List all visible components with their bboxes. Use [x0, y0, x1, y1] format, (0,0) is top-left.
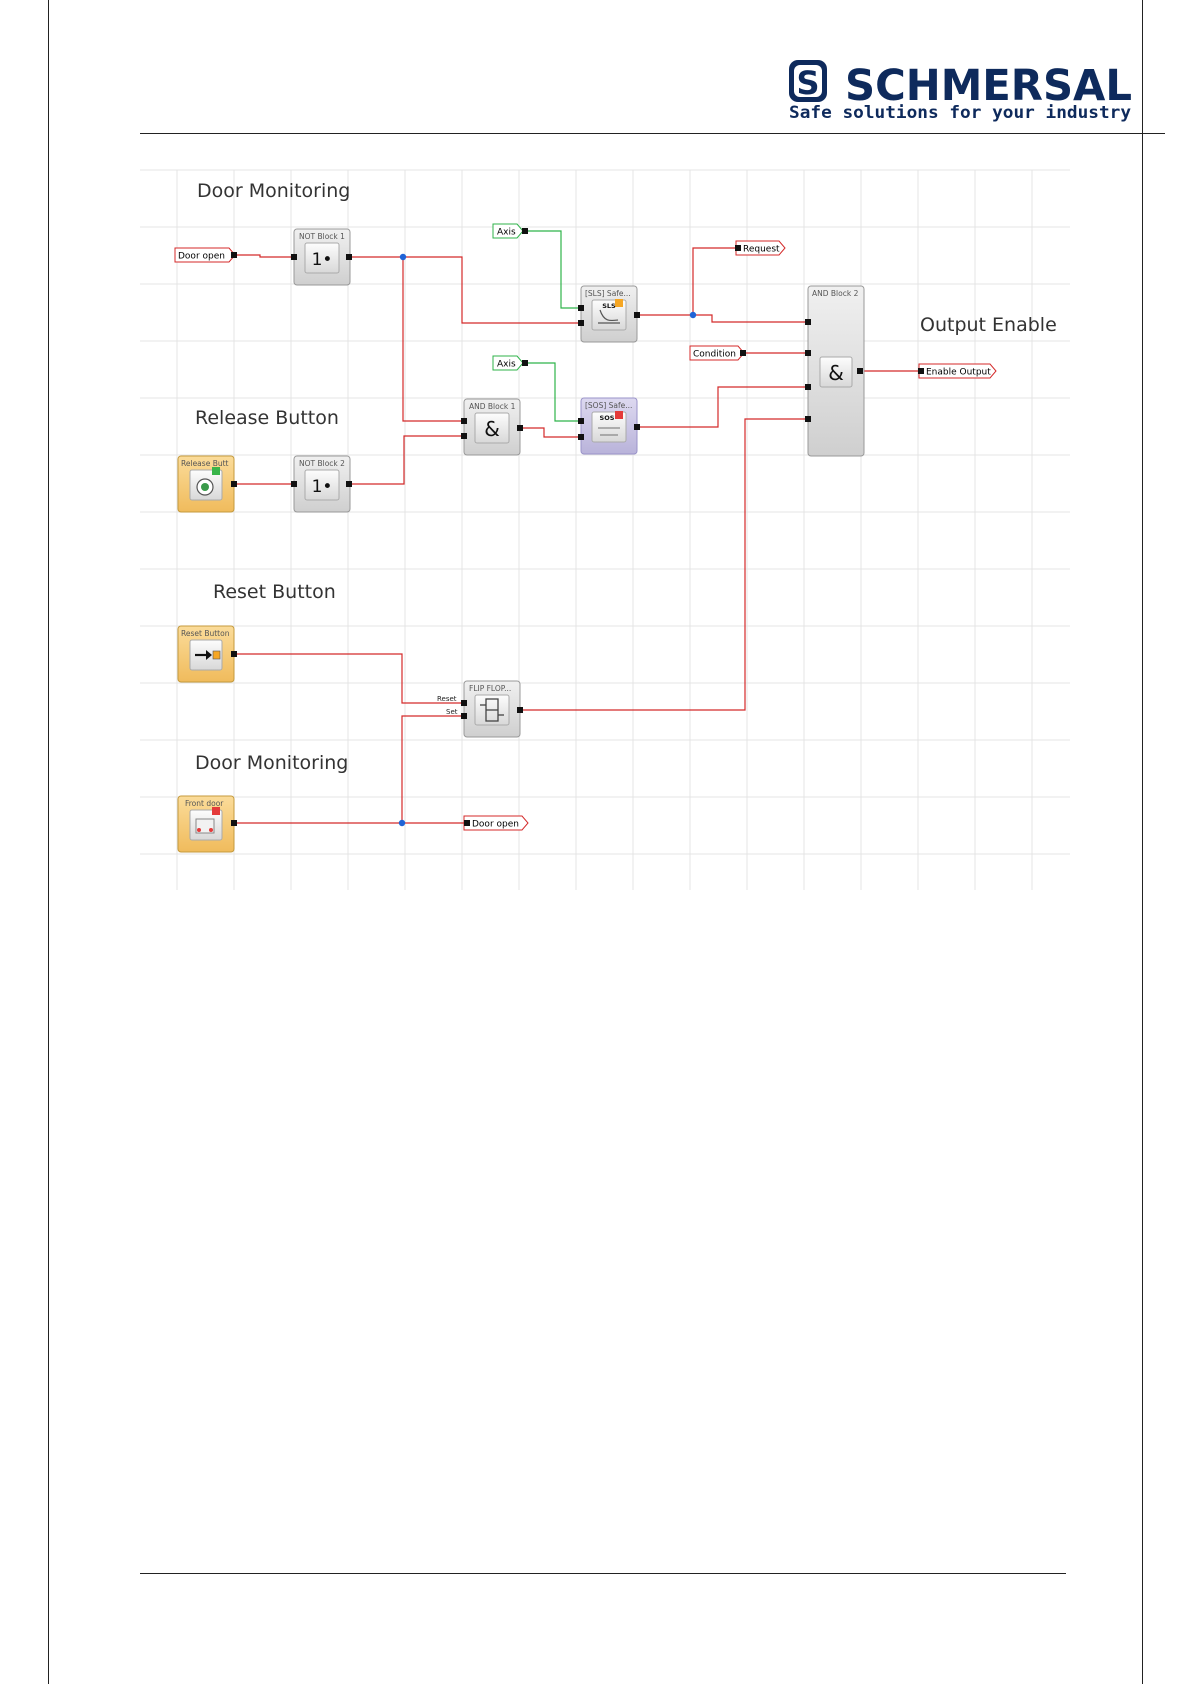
svg-text:[SLS] Safe...: [SLS] Safe...: [585, 289, 631, 298]
wire-axis-to-sls: [527, 230, 580, 309]
wire-not1-to-sls-and1: [348, 256, 580, 324]
and-block-2[interactable]: AND Block 2 &: [805, 285, 865, 457]
not-block-1[interactable]: NOT Block 1 1•: [291, 228, 352, 286]
junction-dot: [689, 311, 697, 319]
svg-text:Door open: Door open: [472, 820, 519, 830]
diagram-grid: [140, 169, 1070, 890]
section-label-reset-button: Reset Button: [213, 581, 336, 603]
svg-text:FLIP FLOP...: FLIP FLOP...: [469, 684, 511, 693]
and-block-1[interactable]: AND Block 1 &: [461, 398, 523, 456]
tag-door-open-input[interactable]: Door open: [174, 247, 237, 263]
wire-sls-to-and2: [636, 314, 806, 323]
sos-symbol: SOS: [600, 414, 615, 422]
section-label-door-monitoring-top: Door Monitoring: [197, 180, 350, 202]
speed-curve-icon: [598, 309, 620, 324]
sls-safety-block[interactable]: [SLS] Safe... SLS: [578, 285, 640, 343]
pin-label-set: Set: [446, 708, 458, 716]
status-alarm-icon: [212, 807, 220, 815]
section-label-door-monitoring-bottom: Door Monitoring: [195, 752, 348, 774]
sls-symbol: SLS: [602, 302, 616, 310]
and-symbol: &: [484, 417, 500, 441]
left-margin-line: [48, 0, 49, 1684]
wire-request-branch: [692, 247, 737, 315]
tag-door-open-output[interactable]: Door open: [463, 815, 529, 831]
reset-button-input-block[interactable]: Reset Button: [177, 625, 237, 683]
wire-and1-to-sos: [519, 427, 580, 438]
pin-label-reset: Reset: [437, 695, 457, 703]
tag-condition[interactable]: Condition: [689, 345, 746, 361]
tag-axis-bottom[interactable]: Axis: [492, 355, 528, 371]
wire-not2-to-and1: [348, 435, 462, 485]
not-block-2[interactable]: NOT Block 2 1•: [291, 455, 352, 513]
logic-diagram: Door Monitoring Release Button Reset But…: [140, 169, 1070, 890]
svg-text:AND Block 1: AND Block 1: [469, 402, 516, 411]
svg-text:[SOS] Safe...: [SOS] Safe...: [585, 401, 632, 410]
not-symbol: 1•: [312, 250, 333, 270]
wire-reset-button-to-flipflop: [235, 653, 462, 704]
wire-sos-to-and2: [636, 386, 806, 428]
tag-axis-top[interactable]: Axis: [492, 223, 528, 239]
front-door-input-block[interactable]: Front door: [177, 795, 237, 853]
status-ok-icon: [212, 467, 220, 475]
svg-text:NOT Block 1: NOT Block 1: [299, 232, 345, 241]
junction-dot: [398, 819, 406, 827]
standstill-icon: [598, 427, 620, 436]
section-label-release-button: Release Button: [195, 407, 339, 429]
wire-front-door-to-flipflop: [235, 715, 462, 824]
logo-tagline: Safe solutions for your industry: [789, 103, 1131, 123]
push-button-icon: [196, 478, 214, 496]
svg-text:Request: Request: [743, 245, 780, 255]
logo-wordmark: SCHMERSAL: [845, 61, 1132, 111]
wire-flipflop-to-and2: [519, 418, 806, 711]
junction-dot: [399, 253, 407, 261]
schmersal-logo: S SCHMERSAL Safe solutions for your indu…: [789, 60, 1132, 123]
flip-flop-block[interactable]: FLIP FLOP... Reset Set: [437, 680, 523, 738]
footer-rule: [140, 1573, 1066, 1574]
svg-text:Release Butt: Release Butt: [181, 459, 229, 468]
tag-enable-output[interactable]: Enable Output: [918, 363, 997, 379]
svg-text:AND Block 2: AND Block 2: [812, 289, 859, 298]
wire-door-open-to-not1: [235, 254, 292, 258]
sls-status-icon: [615, 299, 623, 307]
not-symbol: 1•: [312, 477, 333, 497]
sos-status-icon: [615, 411, 623, 419]
svg-text:Door open: Door open: [178, 252, 225, 262]
reset-arrow-icon: [195, 650, 221, 660]
tag-request[interactable]: Request: [735, 240, 786, 256]
and-symbol: &: [828, 361, 844, 385]
flip-flop-icon: [480, 698, 504, 722]
svg-text:Axis: Axis: [497, 228, 516, 238]
door-sensor-icon: [195, 818, 215, 834]
wire-not1-branch-to-and1: [402, 257, 462, 422]
svg-text:S: S: [796, 64, 819, 102]
svg-text:Condition: Condition: [693, 350, 736, 360]
sos-safety-block[interactable]: [SOS] Safe... SOS: [578, 397, 640, 455]
svg-text:NOT Block 2: NOT Block 2: [299, 459, 345, 468]
right-margin-line: [1142, 0, 1143, 1684]
header-rule: [140, 133, 1165, 134]
wire-axis-to-sos: [527, 362, 580, 422]
logo-emblem-icon: S: [789, 60, 827, 102]
svg-text:Enable Output: Enable Output: [926, 368, 991, 378]
release-button-input-block[interactable]: Release Butt: [177, 455, 237, 513]
svg-text:Axis: Axis: [497, 360, 516, 370]
section-label-output-enable: Output Enable: [920, 314, 1057, 336]
svg-text:Reset Button: Reset Button: [181, 629, 230, 638]
svg-text:Front door: Front door: [185, 799, 224, 808]
